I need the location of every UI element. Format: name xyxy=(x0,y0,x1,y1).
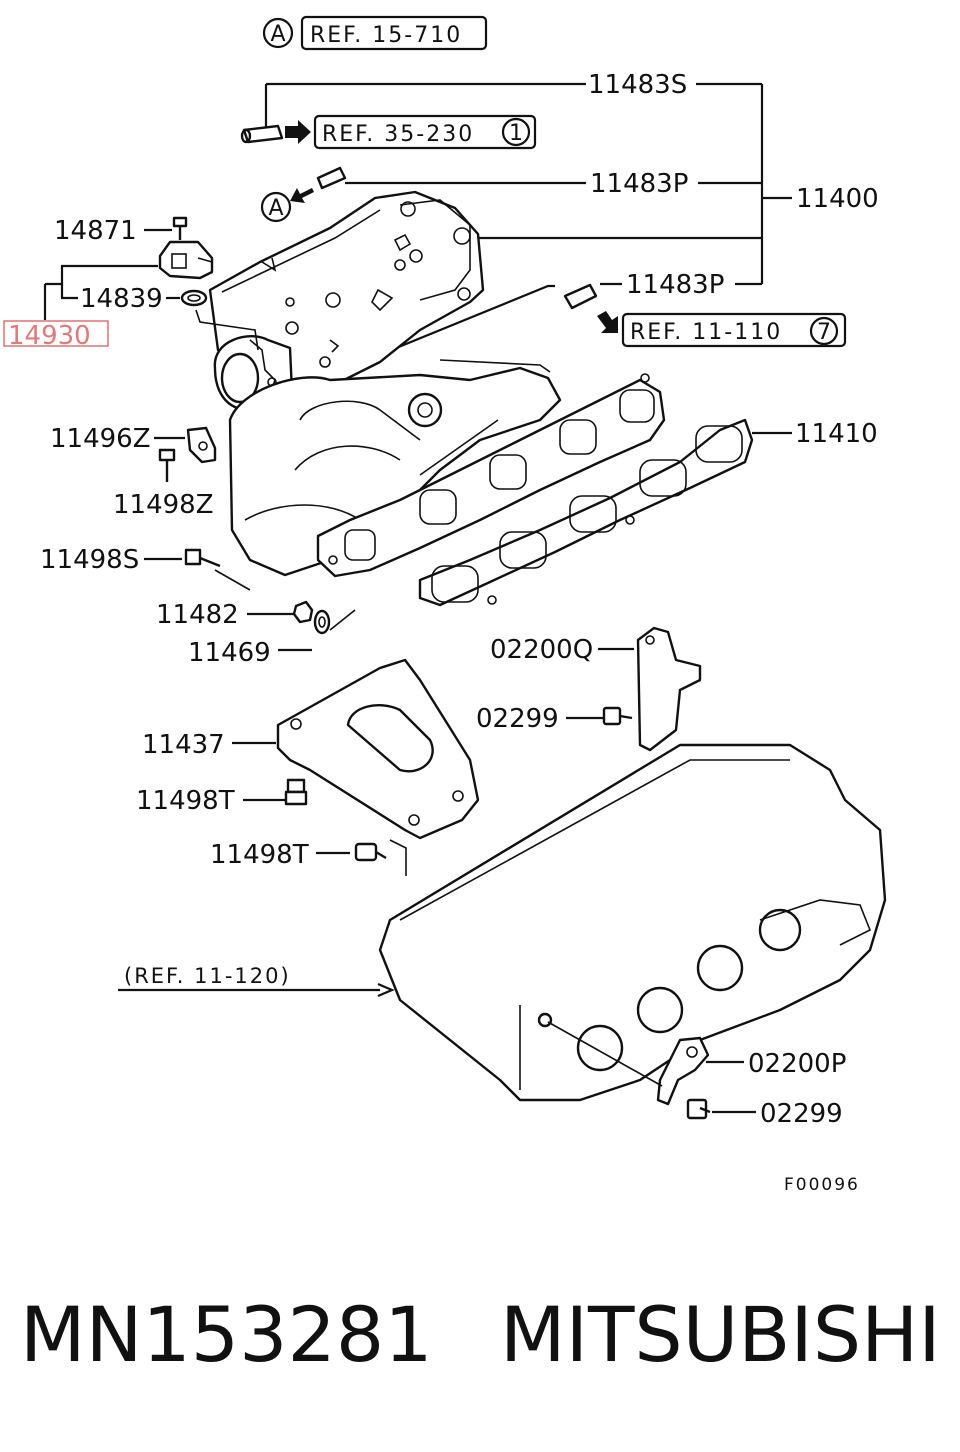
label-02200P: 02200P xyxy=(748,1049,846,1079)
bolt-02299-upper xyxy=(602,706,633,726)
label-11498S: 11498S xyxy=(40,545,139,575)
circle-a-text-2: A xyxy=(268,196,283,221)
label-11498Z: 11498Z xyxy=(113,490,214,520)
ref-box xyxy=(621,312,847,348)
label-11483P-upper: 11483P xyxy=(590,169,688,199)
bracket-02200Q xyxy=(636,626,702,752)
bolt-14871 xyxy=(172,216,188,240)
label-11400: 11400 xyxy=(796,184,879,214)
bracket-02200P xyxy=(547,1021,710,1106)
part-caption: MN153281 MITSUBISHI xyxy=(0,1290,960,1400)
bolt-11498Z xyxy=(158,448,176,482)
arrow-down-right-icon xyxy=(597,311,618,333)
highlighted-part-14930: 14930 xyxy=(3,320,109,351)
figure-code: F00096 xyxy=(784,1175,860,1195)
ref-box xyxy=(313,114,537,150)
stud-11483S xyxy=(240,124,284,144)
ref-box xyxy=(300,15,488,51)
label-14871: 14871 xyxy=(54,216,137,246)
label-14930: 14930 xyxy=(8,321,91,351)
intake-gasket-11410 xyxy=(418,418,754,607)
label-11437: 11437 xyxy=(142,730,225,760)
label-02299-lower: 02299 xyxy=(760,1099,843,1129)
pin-11483P-upper xyxy=(316,166,347,190)
arrow-left-icon xyxy=(290,188,314,203)
ref-35-230-text: REF. 35-230 xyxy=(322,122,474,147)
label-11469: 11469 xyxy=(188,638,271,668)
bolt-11498T-lower xyxy=(354,842,387,862)
brand-name: MITSUBISHI xyxy=(500,1290,941,1379)
circle-a-marker xyxy=(262,17,294,49)
leader-lines xyxy=(43,82,792,1114)
label-11483S: 11483S xyxy=(588,70,687,100)
manifold-flange xyxy=(316,373,666,578)
part-number: MN153281 xyxy=(20,1290,433,1379)
nut-11482 xyxy=(292,600,314,624)
circle-1-marker xyxy=(501,117,531,147)
label-11496Z: 11496Z xyxy=(50,424,151,454)
ref-11-110-callout: REF. 11-110 7 xyxy=(597,311,847,348)
exploded-view-drawing: A REF. 15-710 REF. 35-230 1 REF. 11-110 … xyxy=(3,15,887,1195)
label-02299-upper: 02299 xyxy=(476,704,559,734)
label-11483P-lower: 11483P xyxy=(626,270,724,300)
ref-15-710-text: REF. 15-710 xyxy=(310,23,462,48)
ref-11-120-text: (REF. 11-120) xyxy=(124,964,291,988)
label-14839: 14839 xyxy=(80,284,163,314)
bolt-11498S xyxy=(184,548,221,568)
label-02200Q: 02200Q xyxy=(490,635,593,665)
cylinder-head xyxy=(378,743,887,1102)
ref-11-110-text: REF. 11-110 xyxy=(630,320,782,345)
circle-1-text: 1 xyxy=(509,121,523,146)
ref-15-710-callout: A REF. 15-710 xyxy=(262,15,488,51)
circle-7-text: 7 xyxy=(817,320,831,345)
bracket-11437 xyxy=(276,658,480,840)
gasket-11496Z xyxy=(186,426,217,464)
arrow-right-icon xyxy=(285,120,311,144)
bolt-11498T-upper xyxy=(284,778,308,806)
pin-11483P-lower xyxy=(563,283,598,310)
ref-35-230-callout: REF. 35-230 1 xyxy=(285,114,537,150)
label-11498T-upper: 11498T xyxy=(136,786,235,816)
circle-a-secondary: A xyxy=(260,188,314,223)
circle-a-text: A xyxy=(270,22,285,47)
circle-7-marker xyxy=(809,316,839,346)
washer-11469 xyxy=(313,609,331,635)
o-ring-14839 xyxy=(180,289,208,307)
highlight-box xyxy=(3,320,109,347)
label-11482: 11482 xyxy=(156,600,239,630)
label-11498T-lower: 11498T xyxy=(210,840,309,870)
label-11410: 11410 xyxy=(795,419,878,449)
map-sensor-14930 xyxy=(158,240,214,280)
bolt-02299-lower xyxy=(686,1098,711,1120)
